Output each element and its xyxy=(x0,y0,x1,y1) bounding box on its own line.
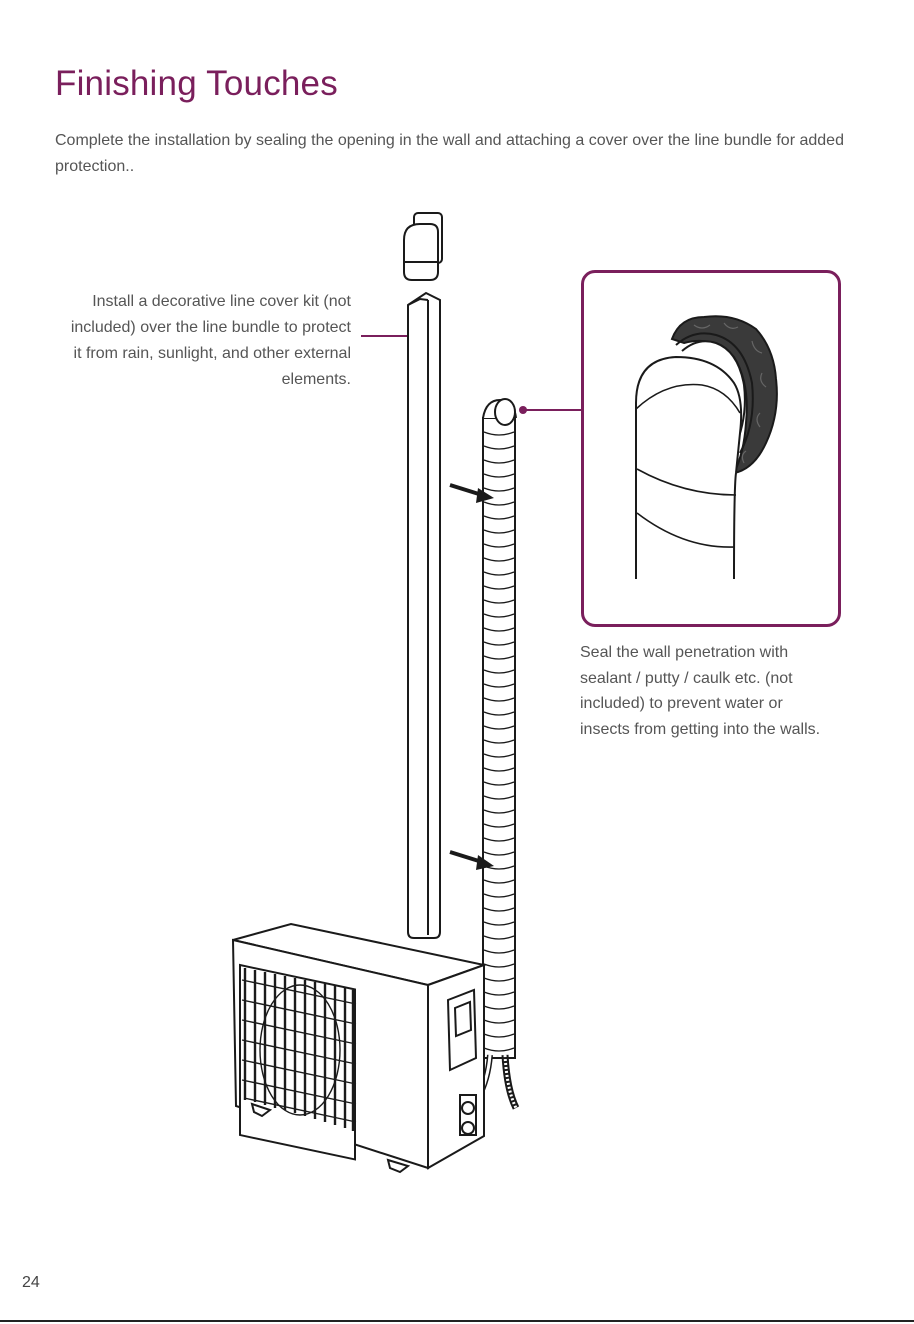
wall-seal-detail-frame xyxy=(581,270,841,627)
arrow-right-icon xyxy=(449,850,494,870)
wall-seal-detail-icon xyxy=(635,315,778,580)
seal-callout: Seal the wall penetration with sealant /… xyxy=(580,644,821,738)
page-number: 24 xyxy=(22,1274,40,1291)
line-cover-callout: Install a decorative line cover kit (not… xyxy=(70,293,351,388)
bottom-divider xyxy=(0,1320,914,1322)
line-cover-duct-icon xyxy=(407,291,441,939)
elbow-cap-icon xyxy=(403,212,443,281)
arrow-right-icon xyxy=(449,483,494,503)
page-title: Finishing Touches xyxy=(55,64,338,103)
intro-paragraph: Complete the installation by sealing the… xyxy=(55,132,844,175)
outdoor-unit-icon xyxy=(231,922,488,1174)
leader-line-seal xyxy=(519,406,582,414)
